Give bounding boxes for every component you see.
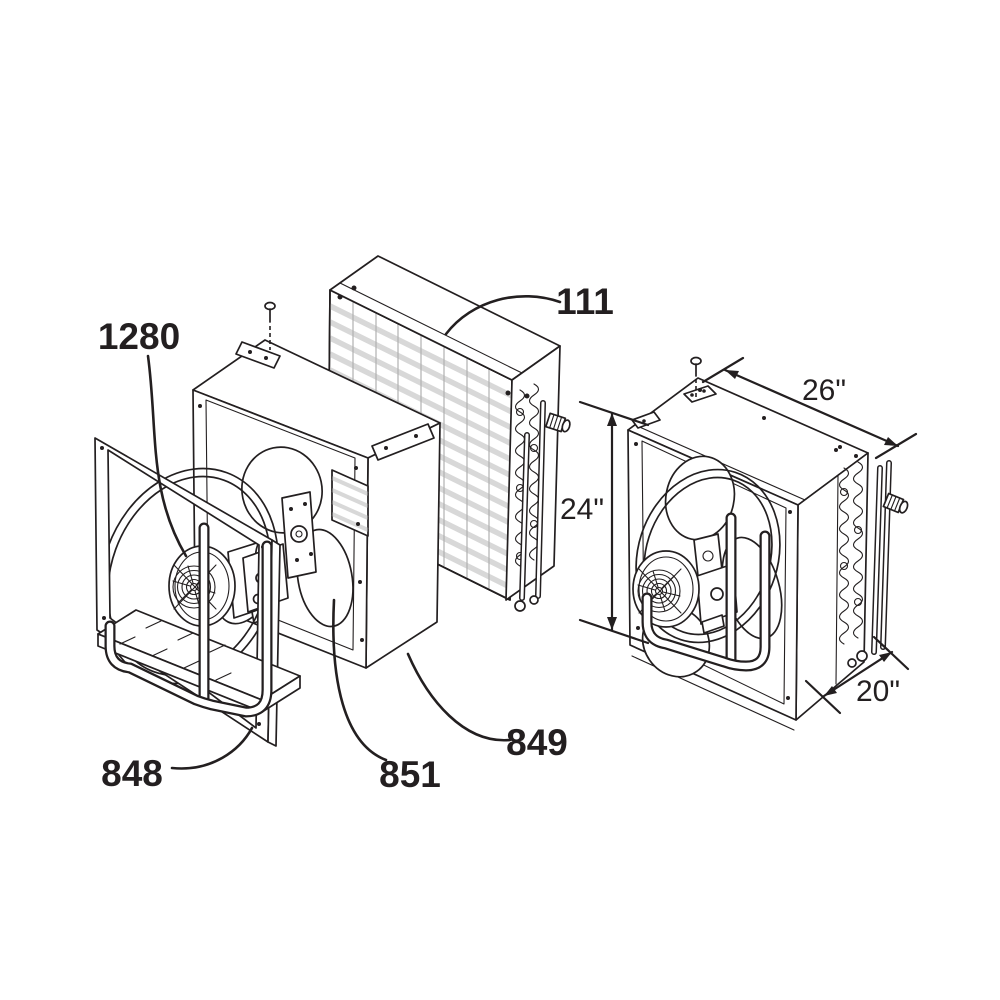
part-label-849: 849 (506, 722, 568, 763)
unit-coil-return-bends (838, 461, 864, 645)
dim-depth-label: 20" (856, 675, 900, 708)
coil-side-face (505, 345, 561, 601)
housing-left-flange (235, 341, 281, 369)
leader-849 (406, 652, 512, 742)
part-label-1280: 1280 (98, 316, 180, 357)
coil-visible-through-housing (331, 469, 369, 537)
dimension-width: 26" (701, 356, 918, 460)
mounting-screw-right (690, 356, 702, 398)
shelf-slots (119, 620, 232, 681)
leader-851 (332, 598, 388, 762)
leader-111 (444, 295, 562, 336)
mounting-screw-left (264, 301, 276, 350)
part-label-111: 111 (556, 281, 614, 322)
dim-height-label: 24" (560, 493, 604, 526)
dim-width-label: 26" (802, 374, 846, 407)
coil-fitting (544, 412, 571, 433)
part-label-851: 851 (379, 754, 441, 795)
leader-848 (170, 726, 254, 770)
dimension-depth: 20" (804, 635, 910, 715)
coil-bottom-fitting (514, 600, 526, 612)
leader-1280 (146, 354, 188, 558)
coil-manifold-pipes (519, 400, 546, 601)
assembled-unit (627, 356, 909, 731)
exploded-view (94, 255, 571, 747)
guard-tube-handle (104, 522, 273, 718)
part-labels: 1280 111 848 851 849 (98, 281, 614, 795)
part-label-848: 848 (101, 753, 163, 794)
unit-coil-seam (835, 475, 839, 685)
dimension-height: 24" (560, 400, 650, 645)
leader-lines (146, 295, 562, 770)
unit-manifold-pipes (871, 460, 892, 655)
unit-bottom-fitting (856, 650, 868, 662)
housing-right-flange (371, 423, 435, 461)
unit-coil-fitting (882, 492, 909, 514)
fan-guard (94, 437, 301, 747)
unit-tube-handle (641, 512, 771, 672)
